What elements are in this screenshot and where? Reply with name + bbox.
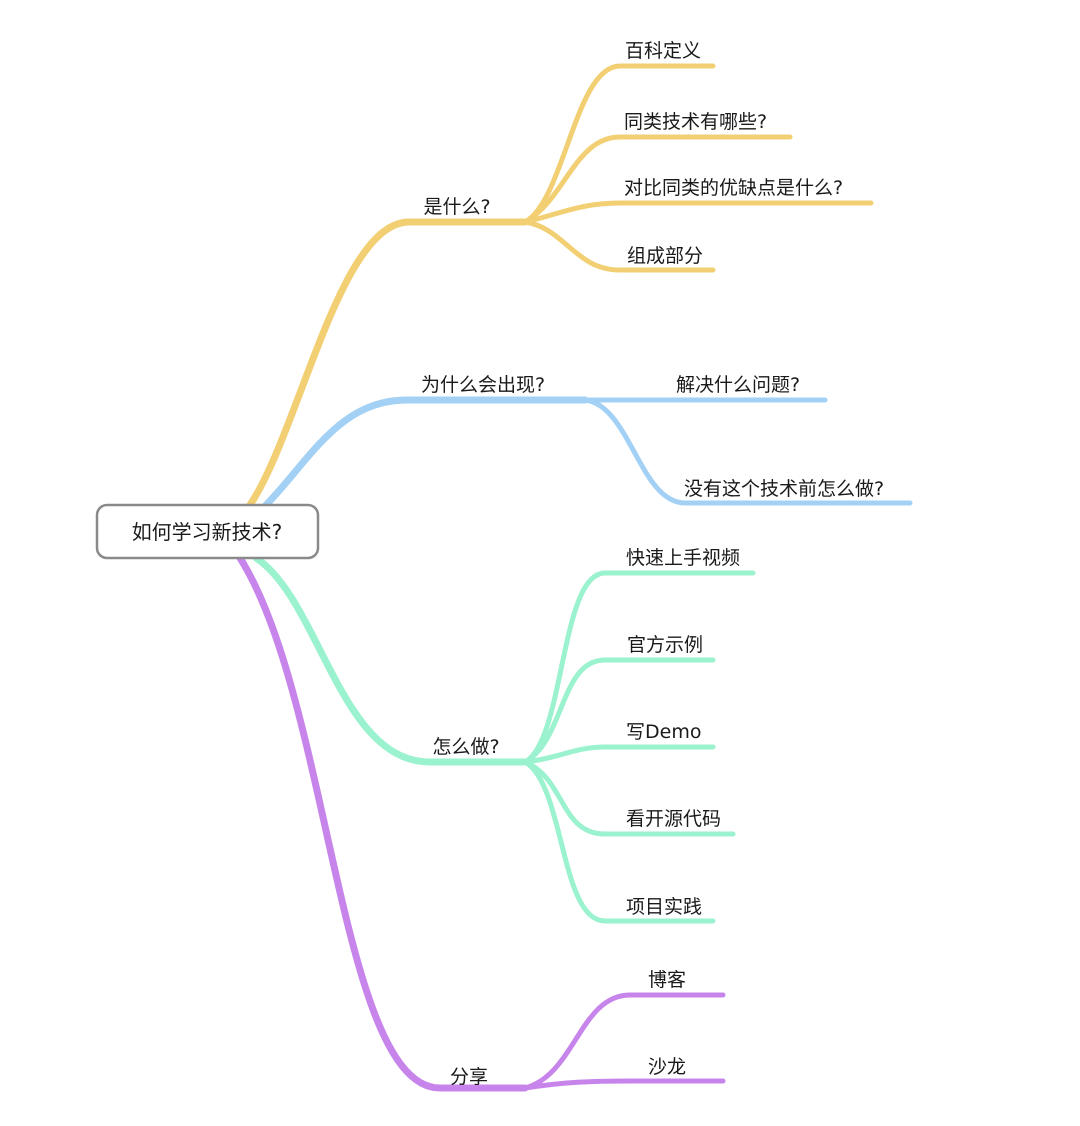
leaf-label[interactable]: 没有这个技术前怎么做?: [684, 478, 884, 500]
connector-leaf: [522, 759, 716, 924]
leaf-label[interactable]: 快速上手视频: [626, 547, 740, 569]
connector-leaf: [522, 1078, 726, 1091]
connector-what: [246, 218, 529, 509]
connector-leaf: [522, 570, 756, 765]
connector-leaf: [522, 992, 726, 1091]
leaf-label[interactable]: 项目实践: [626, 896, 702, 918]
connector-leaf: [522, 63, 716, 225]
connector-leaf: [522, 200, 874, 225]
connector-how: [252, 554, 529, 766]
branch-label-what[interactable]: 是什么?: [423, 196, 490, 218]
leaf-label[interactable]: 沙龙: [648, 1056, 686, 1078]
connector-leaf: [582, 397, 913, 506]
branch-label-why[interactable]: 为什么会出现?: [421, 374, 545, 396]
root-node-box: [95, 503, 320, 560]
leaf-label[interactable]: 写Demo: [626, 721, 701, 743]
leaf-label[interactable]: 对比同类的优缺点是什么?: [624, 177, 843, 199]
leaf-label[interactable]: 博客: [648, 969, 686, 991]
branch-label-how[interactable]: 怎么做?: [432, 736, 499, 758]
leaf-label[interactable]: 同类技术有哪些?: [624, 111, 767, 133]
connector-leaf: [522, 744, 716, 765]
connector-leaf: [522, 219, 716, 273]
leaf-label[interactable]: 解决什么问题?: [676, 374, 800, 396]
branch-label-share[interactable]: 分享: [450, 1066, 488, 1088]
leaf-label[interactable]: 看开源代码: [626, 808, 721, 830]
root-node-label: 如何学习新技术?: [132, 520, 283, 544]
connector-why: [262, 396, 589, 509]
leaf-label[interactable]: 组成部分: [627, 245, 703, 267]
connector-leaf: [522, 657, 716, 765]
connector-leaf: [522, 759, 736, 837]
root-node[interactable]: 如何学习新技术?: [95, 503, 320, 560]
leaf-label[interactable]: 百科定义: [625, 40, 701, 62]
connector-share: [236, 554, 529, 1092]
leaf-label[interactable]: 官方示例: [627, 634, 703, 656]
connector-leaf: [522, 134, 793, 225]
